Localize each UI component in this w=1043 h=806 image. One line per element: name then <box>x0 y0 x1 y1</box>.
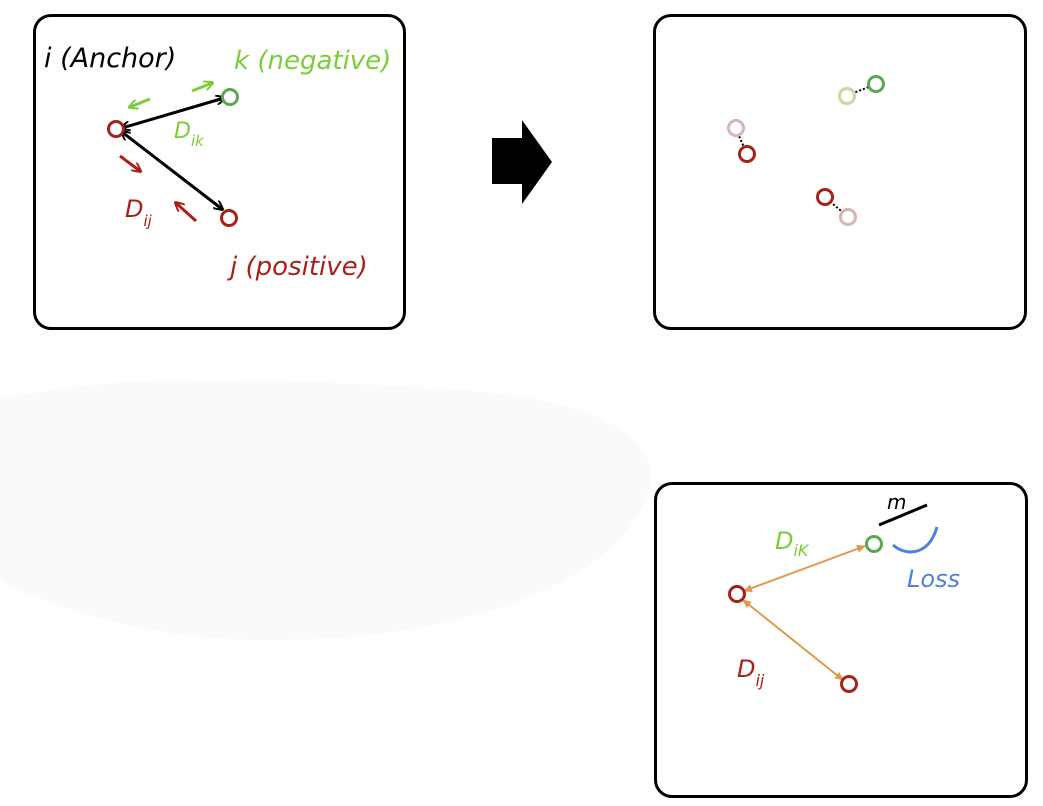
negative-label: k (negative) <box>234 46 391 76</box>
anchor-node-before <box>727 119 745 137</box>
negative-node-after <box>867 75 885 93</box>
edge-anchor-negative <box>122 98 224 128</box>
positive-node <box>840 675 858 693</box>
positive-node <box>220 209 238 227</box>
after-training-drawing <box>727 75 885 226</box>
triplet-setup-drawing: i (Anchor) k (negative) j (positive) Dik… <box>44 43 391 282</box>
d-ik-label: DiK <box>775 527 810 560</box>
margin-bar <box>878 503 928 527</box>
pull-positive-arrow <box>176 203 198 223</box>
margin-loss-panel: m Loss DiK Dij <box>654 482 1028 798</box>
negative-node <box>865 535 883 553</box>
anchor-node <box>728 585 746 603</box>
d-ik-label: Dik <box>174 119 205 150</box>
d-ij-label: Dij <box>737 655 765 690</box>
edge-anchor-positive <box>122 132 222 209</box>
negative-node <box>221 88 239 106</box>
edge-anchor-negative <box>743 545 866 592</box>
background-smudge <box>0 380 651 640</box>
negative-node-before <box>838 87 856 105</box>
after-training-panel <box>653 14 1027 330</box>
margin-loss-drawing: m Loss DiK Dij <box>728 490 960 693</box>
push-anchor-arrow <box>130 97 151 107</box>
anchor-node <box>107 120 125 138</box>
loss-label: Loss <box>907 565 960 593</box>
positive-node-after <box>816 188 834 206</box>
edge-anchor-positive <box>742 599 844 681</box>
triplet-setup-panel: i (Anchor) k (negative) j (positive) Dik… <box>33 14 406 330</box>
right-arrow-icon <box>492 120 552 204</box>
positive-label: j (positive) <box>227 252 368 282</box>
anchor-label: i (Anchor) <box>44 43 176 74</box>
positive-node-before <box>839 208 857 226</box>
margin-label: m <box>887 490 906 514</box>
anchor-node-after <box>738 145 756 163</box>
push-negative-arrow <box>191 83 212 93</box>
d-ij-label: Dij <box>125 195 153 230</box>
pull-anchor-arrow <box>119 154 140 171</box>
loss-curve <box>892 526 939 554</box>
